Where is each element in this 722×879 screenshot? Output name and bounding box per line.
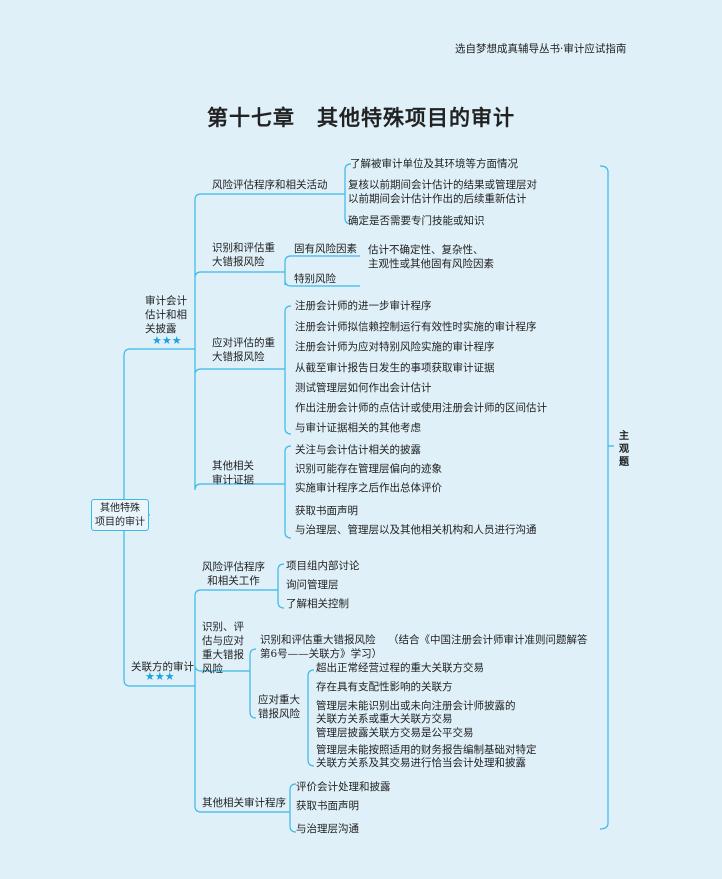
label-line: 估与应对 — [202, 635, 244, 647]
label-line: 大错报风险 — [212, 351, 265, 363]
label-line: 大错报风险 — [212, 256, 265, 268]
leaf: 超出正常经营过程的重大关联方交易 — [316, 662, 484, 674]
leaf-identify: 识别和评估重大错报风险 — [260, 634, 376, 646]
leaf: 与治理层、管理层以及其他相关机构和人员进行沟通 — [295, 524, 537, 536]
running-header: 选自梦想成真辅导丛书·审计应试指南 — [455, 43, 627, 55]
leaf: 注册会计师为应对特别风险实施的审计程序 — [295, 341, 495, 353]
node-identify-risk: 识别和评估重 大错报风险 — [212, 241, 275, 269]
leaf: 与审计证据相关的其他考虑 — [295, 422, 421, 434]
leaf: 从截至审计报告日发生的事项获取审计证据 — [295, 362, 495, 374]
leaf: 作出注册会计师的点估计或使用注册会计师的区间估计 — [295, 402, 547, 414]
label-line: 应对评估的重 — [212, 337, 275, 349]
leaf: 项目组内部讨论 — [286, 560, 360, 572]
leaf: 了解被审计单位及其环境等方面情况 — [350, 158, 518, 170]
detail-line: 估计不确定性、复杂性、 — [368, 244, 484, 256]
label-line: 和相关工作 — [207, 575, 260, 587]
leaf: 注册会计师拟信赖控制运行有效性时实施的审计程序 — [295, 321, 537, 333]
leaf: 复核以前期间会计估计的结果或管理层对 — [348, 179, 537, 191]
leaf: 注册会计师的进一步审计程序 — [295, 300, 432, 312]
leaf: 询问管理层 — [286, 579, 339, 591]
leaf: 评价会计处理和披露 — [296, 781, 391, 793]
leaf: 确定是否需要专门技能或知识 — [348, 215, 485, 227]
label-line: 应对重大 — [258, 694, 300, 706]
leaf-note: 第6号——关联方》学习） — [260, 648, 383, 660]
node-respond: 应对重大 错报风险 — [258, 693, 300, 721]
node-respond-risk: 应对评估的重 大错报风险 — [212, 336, 275, 364]
leaf: 存在具有支配性影响的关联方 — [316, 681, 453, 693]
leaf-detail: 估计不确定性、复杂性、 主观性或其他固有风险因素 — [368, 243, 494, 271]
leaf: 测试管理层如何作出会计估计 — [295, 382, 432, 394]
leaf-note: （结合《中国注册会计师审计准则问题解答 — [388, 634, 588, 646]
leaf: 关联方关系及其交易进行恰当会计处理和披露 — [316, 757, 526, 769]
label-line: 关披露 — [145, 323, 177, 335]
root-line: 其他特殊 — [100, 503, 140, 514]
node-risk-assessment: 风险评估程序和相关活动 — [212, 179, 328, 191]
node-other-evidence: 其他相关 审计证据 — [212, 459, 254, 487]
root-node: 其他特殊 项目的审计 — [91, 499, 149, 531]
leaf: 管理层未能识别出或未向注册会计师披露的 — [316, 700, 516, 712]
leaf: 关联方关系或重大关联方交易 — [316, 713, 453, 725]
label-line: 识别和评估重 — [212, 242, 275, 254]
subjective-question-label: 主观题 — [619, 431, 629, 468]
leaf: 获取书面声明 — [296, 800, 359, 812]
node-risk-assessment-work: 风险评估程序 和相关工作 — [202, 560, 265, 588]
label-line: 风险 — [202, 663, 223, 675]
label-line: 审计会计 — [145, 295, 187, 307]
label-line: 错报风险 — [258, 708, 300, 720]
node-other-procedures: 其他相关审计程序 — [202, 797, 286, 809]
leaf: 以前期间会计估计作出的后续重新估计 — [348, 193, 527, 205]
page-title: 第十七章 其他特殊项目的审计 — [207, 106, 515, 130]
node-identify-respond: 识别、评 估与应对 重大错报 风险 — [202, 620, 244, 676]
label-line: 识别、评 — [202, 621, 244, 633]
leaf: 管理层未能按照适用的财务报告编制基础对特定 — [316, 744, 537, 756]
leaf: 获取书面声明 — [295, 505, 358, 517]
branch-accounting-estimates: 审计会计 估计和相 关披露 — [145, 294, 187, 336]
leaf: 管理层披露关联方交易是公平交易 — [316, 727, 474, 739]
detail-line: 主观性或其他固有风险因素 — [368, 258, 494, 270]
label-line: 重大错报 — [202, 649, 244, 661]
leaf: 了解相关控制 — [286, 598, 349, 610]
label-line: 估计和相 — [145, 309, 187, 321]
leaf: 与治理层沟通 — [296, 823, 359, 835]
importance-stars: ★★★ — [145, 670, 175, 683]
label-line: 风险评估程序 — [202, 561, 265, 573]
leaf: 实施审计程序之后作出总体评价 — [295, 482, 442, 494]
leaf-special-risk: 特别风险 — [294, 273, 336, 285]
branch-related-parties: 关联方的审计 — [131, 661, 194, 673]
root-line: 项目的审计 — [95, 517, 145, 528]
leaf: 关注与会计估计相关的披露 — [295, 444, 421, 456]
label-line: 其他相关 — [212, 460, 254, 472]
importance-stars: ★★★ — [152, 334, 182, 347]
label-line: 审计证据 — [212, 474, 254, 486]
leaf-inherent-risk: 固有风险因素 — [294, 243, 357, 255]
leaf: 识别可能存在管理层偏向的迹象 — [295, 463, 442, 475]
